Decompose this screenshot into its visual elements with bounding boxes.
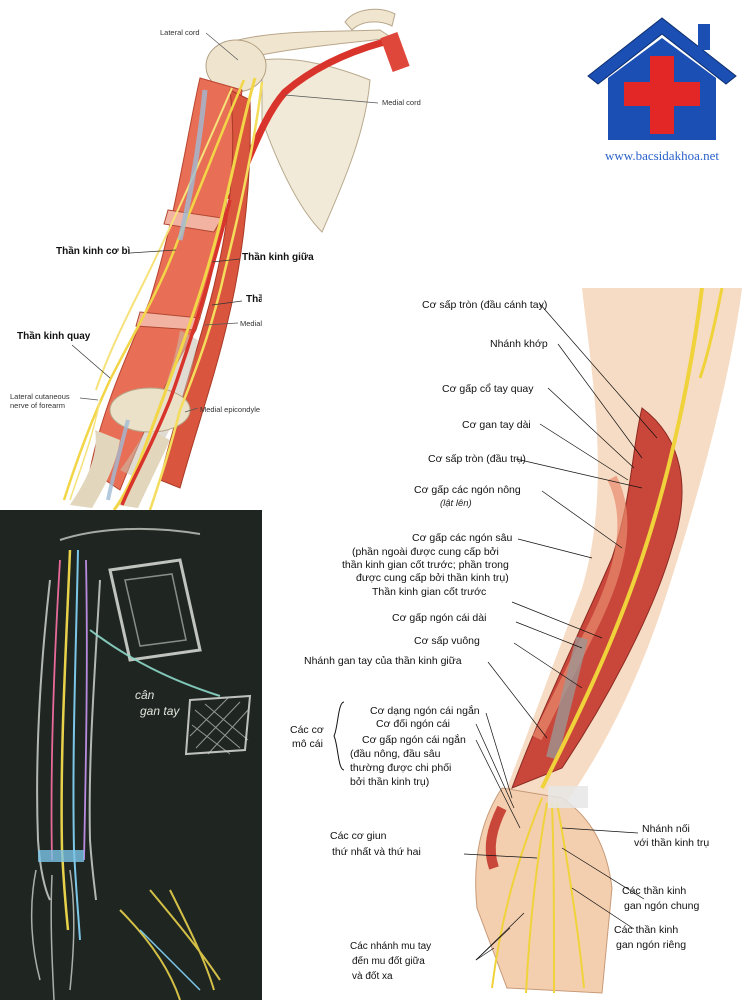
scapula [261, 58, 371, 233]
site-url: www.bacsidakhoa.net [605, 148, 719, 163]
label-articular-branch: Nhánh khớp [490, 338, 548, 350]
label-opponens: Cơ đối ngón cái [376, 718, 451, 730]
label-fds: Cơ gấp các ngón nông [414, 484, 521, 496]
label-fdp-note-1: (phần ngoài được cung cấp bởi [352, 546, 499, 558]
leader-lines [463, 303, 658, 961]
label-communicating-branch-2: với thần kinh trụ [634, 837, 710, 849]
label-lateral-cutaneous-2: nerve of forearm [10, 401, 66, 410]
forearm-drawing [333, 288, 742, 994]
pronator-quadratus [546, 636, 588, 760]
label-dorsal-branches-2: đến mu đốt giữa [352, 956, 425, 967]
label-fds-reflected: (lật lên) [440, 498, 472, 509]
label-palmaris-longus: Cơ gan tay dài [462, 419, 531, 431]
label-fpb-note-1: (đầu nông, đầu sâu [350, 748, 441, 760]
sketch-arm-outline-right [88, 579, 101, 901]
leader-median [211, 258, 241, 263]
thenar-bracket [333, 701, 345, 771]
label-proper-digital-2: gan ngón riêng [616, 939, 687, 951]
label-dorsal-branches-1: Các nhánh mu tay [350, 941, 432, 952]
sketch-nerve-purple [83, 559, 88, 861]
flexor-retinaculum [548, 786, 588, 808]
upper-arm-drawing [62, 8, 410, 510]
radial-nerve [95, 87, 233, 391]
label-flexor-carpi-radialis: Cơ gấp cổ tay quay [442, 383, 534, 395]
site-logo: www.bacsidakhoa.net [580, 12, 744, 172]
sketch-mesh-box [184, 694, 252, 756]
chalkboard-sketch: cân gan tay [0, 510, 262, 1000]
upper-arm-illustration: Lateral cord Medial cord Thần kinh cơ bì… [0, 0, 460, 510]
sketch-nerve-teal [89, 629, 221, 697]
leader-lateral-cutaneous [79, 397, 99, 401]
label-common-digital-1: Các thần kinh [622, 885, 687, 897]
acromion [344, 8, 396, 31]
label-pronator-quadratus: Cơ sấp vuông [414, 635, 480, 647]
musculocutaneous-nerve [62, 79, 246, 501]
sketch-hand [30, 869, 75, 1000]
label-fpb: Cơ gấp ngón cái ngắn [362, 734, 466, 746]
chalkboard-drawing [0, 510, 262, 1000]
board-annotation-1: cân [135, 688, 155, 702]
median-nerve [112, 77, 257, 510]
label-lumbricals-1: Các cơ giun [330, 830, 387, 842]
label-proper-digital-1: Các thần kinh [614, 924, 679, 936]
label-fdp: Cơ gấp các ngón sâu [412, 532, 513, 544]
label-radial-nerve: Thần kinh quay [17, 331, 91, 342]
label-apb: Cơ dạng ngón cái ngắn [370, 705, 480, 717]
median-nerve [540, 288, 704, 789]
leader-epicondyle [184, 407, 199, 413]
forearm-bone-radius [70, 430, 120, 508]
house-cross-icon [587, 17, 737, 140]
label-dorsal-branches-3: và đốt xa [352, 971, 393, 982]
label-lateral-cord: Lateral cord [160, 28, 200, 37]
thenar-muscles [485, 805, 507, 870]
label-communicating-branch-1: Nhánh nối [642, 823, 690, 835]
flexor-muscle-belly [532, 475, 628, 741]
tendon-lower [106, 419, 130, 501]
label-fdp-note-2: thần kinh gian cốt trước; phần trong [342, 559, 509, 571]
board-annotation-2: gan tay [140, 704, 180, 718]
label-medial-cord: Medial cord [382, 98, 421, 107]
label-fpb-note-2: thường được chi phối [350, 762, 452, 774]
sketch-wrist-band [38, 850, 84, 862]
leader-radial [71, 344, 111, 379]
label-musculocutaneous-nerve: Thần kinh cơ bì [56, 246, 131, 257]
leader-lateral-cord [205, 32, 239, 61]
elbow-joint [109, 387, 191, 433]
label-thenar-group-1: Các cơ [290, 724, 324, 736]
lateral-cutaneous-nerve [69, 399, 101, 501]
tendon [177, 89, 208, 241]
label-lateral-cutaneous-1: Lateral cutaneous [10, 392, 70, 401]
label-pronator-teres-ulnar: Cơ sấp tròn (đầu trụ) [428, 453, 526, 465]
leader-septum [204, 322, 239, 326]
muscle-band-upper [163, 209, 223, 233]
forearm-illustration: Cơ sấp tròn (đầu cánh tay) Nhánh khớp Cơ… [262, 288, 750, 1000]
sketch-nerve-blue [72, 549, 81, 941]
digital-nerves [491, 797, 585, 994]
label-lumbricals-2: thứ nhất và thứ hai [332, 846, 421, 858]
sketch-hand-nerves [119, 889, 221, 1000]
label-pronator-teres-humeral: Cơ sấp tròn (đầu cánh tay) [422, 299, 548, 311]
leader-medial-cord [284, 94, 379, 104]
label-common-digital-2: gan ngón chung [624, 900, 700, 912]
leader-musculocutaneous [129, 249, 177, 254]
label-fpb-note-3: bởi thần kinh trụ) [350, 776, 430, 788]
sketch-nerve-yellow [60, 549, 72, 931]
label-thenar-group-2: mô cái [292, 738, 323, 750]
label-medial-epicondyle: Medial epicondyle [200, 405, 261, 414]
label-fdp-note-3: được cung cấp bởi thần kinh trụ) [356, 572, 509, 584]
label-median-nerve: Thần kinh giữa [242, 252, 314, 263]
label-palmar-branch-median: Nhánh gan tay của thần kinh giữa [304, 655, 462, 667]
label-fpl: Cơ gấp ngón cái dài [392, 612, 487, 624]
sketch-nerve-pink [50, 559, 61, 861]
cut-vessel [380, 32, 410, 72]
sketch-arm-outline-left [36, 579, 51, 901]
sketch-shoulder-box [108, 558, 202, 662]
label-anterior-interosseous: Thần kinh gian cốt trước [372, 586, 487, 598]
brachial-artery [120, 199, 232, 506]
leader-ulnar [211, 300, 243, 306]
